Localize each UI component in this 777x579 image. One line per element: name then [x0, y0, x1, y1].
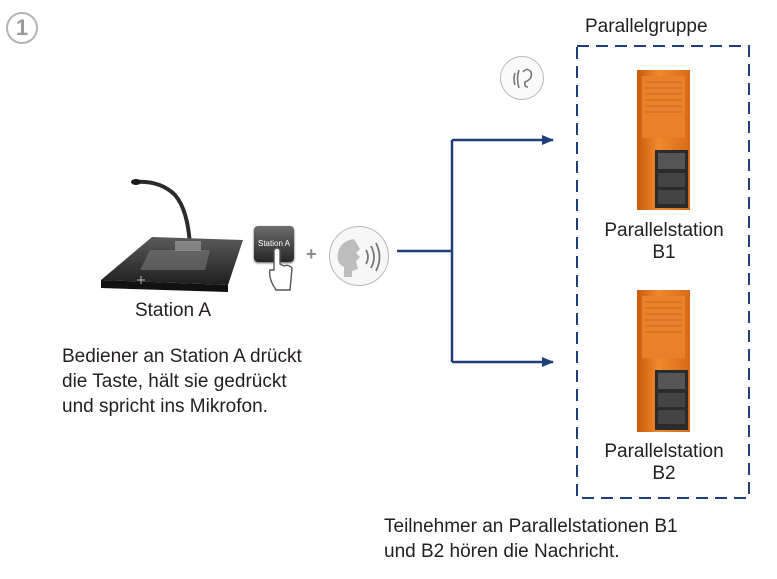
- plus-sign: +: [306, 244, 317, 264]
- desk-microphone-station-a: [101, 179, 243, 292]
- operator-description-line: und spricht ins Mikrofon.: [62, 396, 268, 417]
- station-b1-device: [637, 70, 690, 210]
- station-b1-label-line1: Parallelstation: [604, 220, 724, 241]
- station-b1-label-line2: B1: [652, 242, 676, 263]
- ear-listen-icon: [500, 56, 544, 100]
- parallel-group-title: Parallelgruppe: [585, 16, 708, 37]
- pressing-finger-icon: [268, 247, 293, 291]
- listeners-description: Teilnehmer an Parallelstationen B1 und B…: [384, 514, 678, 564]
- operator-description-line: die Taste, hält sie gedrückt: [62, 371, 287, 392]
- speaking-head-icon: [329, 226, 389, 286]
- operator-description: Bediener an Station A drückt die Taste, …: [62, 344, 302, 419]
- station-b1-label: Parallelstation B1: [574, 220, 754, 264]
- signal-arrows: [397, 135, 554, 367]
- listeners-description-line: Teilnehmer an Parallelstationen B1: [384, 516, 678, 537]
- station-a-label: Station A: [134, 300, 212, 321]
- station-b2-label-line2: B2: [652, 463, 676, 484]
- station-b2-label: Parallelstation B2: [574, 441, 754, 485]
- operator-description-line: Bediener an Station A drückt: [62, 346, 302, 367]
- station-b2-device: [637, 290, 690, 432]
- parallel-group-border: [576, 45, 750, 499]
- step-number-badge: 1: [6, 12, 38, 44]
- station-b2-label-line1: Parallelstation: [604, 441, 724, 462]
- listeners-description-line: und B2 hören die Nachricht.: [384, 541, 620, 562]
